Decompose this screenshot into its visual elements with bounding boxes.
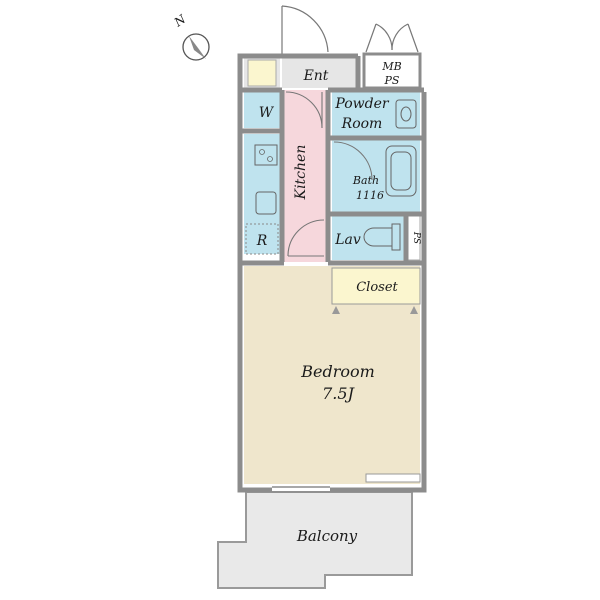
washer-label: W: [259, 105, 275, 121]
bath-door: [333, 141, 373, 181]
burner-icon: [259, 149, 265, 155]
stove-icon: [254, 144, 278, 166]
meter-box-label: MB: [381, 60, 401, 73]
balcony-label: Balcony: [296, 527, 358, 545]
basin-bowl-icon: [400, 106, 412, 122]
entrance-label: Ent: [303, 68, 329, 84]
bathtub-icon: [385, 145, 417, 197]
kitchen-label: Kitchen: [293, 145, 309, 201]
balcony-window: [272, 486, 330, 493]
washer-space: [244, 92, 280, 128]
pipe-space-label: PS: [411, 231, 421, 244]
refrigerator-space: [245, 223, 279, 255]
powder-room-label-line2: Room: [341, 116, 383, 132]
entrance-floor: [282, 58, 358, 88]
compass: N: [171, 12, 210, 61]
burner-icon: [267, 156, 273, 162]
basin-icon: [395, 99, 417, 129]
toilet-bowl-icon: [363, 227, 392, 247]
bath-size-label: 1116: [356, 189, 384, 202]
powder-room: [332, 92, 420, 136]
bedroom-size-label: 7.5J: [322, 384, 355, 403]
bath-label: Bath: [352, 174, 379, 187]
balcony: [217, 491, 413, 589]
closet: [331, 267, 421, 305]
meter-box: [362, 52, 422, 90]
bathtub-inner-icon: [390, 151, 412, 191]
closet-door-marker: [332, 306, 340, 314]
kitchen-corridor: [284, 90, 326, 262]
window-ledge: [365, 473, 421, 483]
walls: [237, 53, 427, 493]
north-label: N: [171, 12, 189, 30]
entrance-door: [281, 5, 329, 55]
sink-icon: [255, 191, 277, 215]
lavatory-label: Lav: [334, 232, 361, 248]
meter-ps-label: PS: [384, 74, 400, 87]
powder-room-label-line1: Powder: [334, 96, 390, 112]
bedroom-label: Bedroom: [300, 362, 375, 381]
refrigerator-label: R: [256, 233, 268, 249]
meter-box-doors: [365, 23, 419, 53]
closet-door-marker: [410, 306, 418, 314]
closet-label: Closet: [356, 280, 398, 295]
shoe-cabinet: [247, 59, 277, 87]
compass-needle-shadow: [189, 36, 206, 59]
toilet-tank-icon: [391, 223, 401, 251]
